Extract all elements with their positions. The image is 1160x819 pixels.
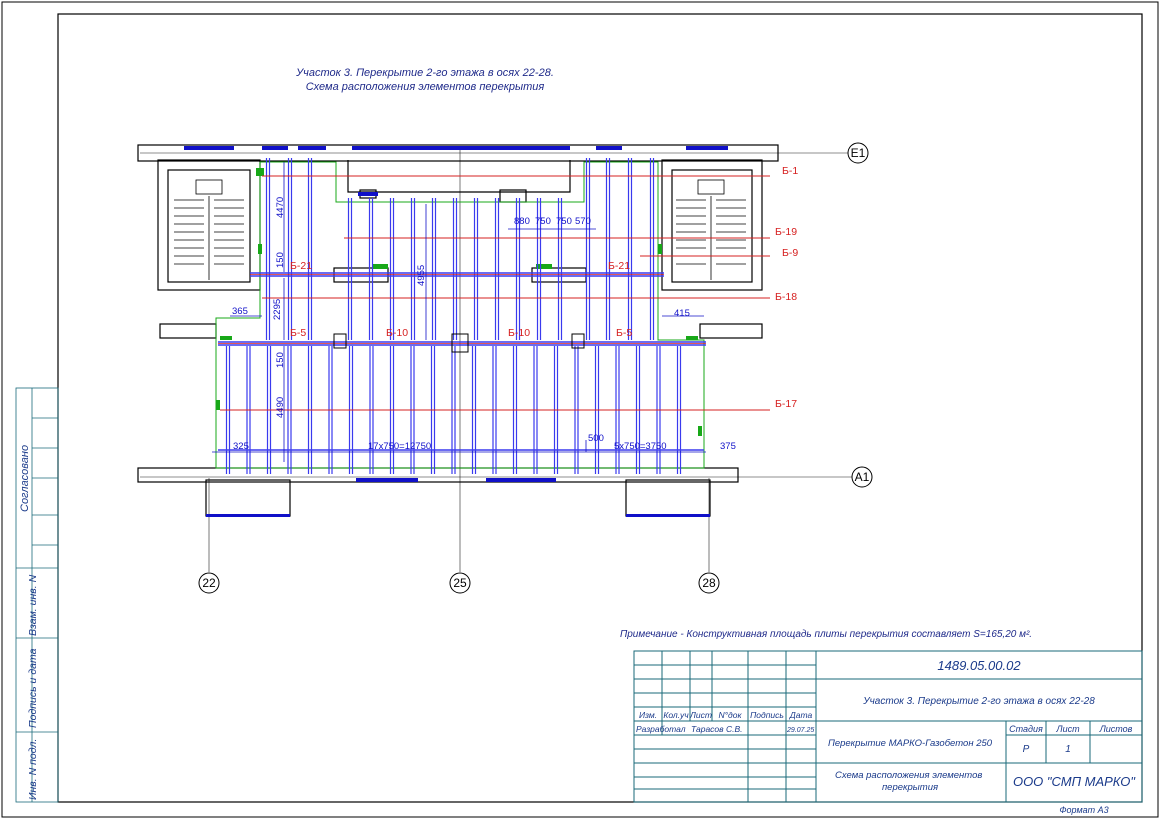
axis-labels: Е1 А1 22 25 28 [202,146,869,590]
beam-label-b19: Б-19 [775,226,797,238]
dim-750a: 750 [535,216,551,227]
side-podpis-data: Подпись и дата [27,648,39,728]
drawing-title-line1: Участок 3. Перекрытие 2-го этажа в осях … [295,67,554,79]
building-walls [137,144,779,517]
axis-bubble-28 [698,572,720,594]
stair-left [174,179,244,280]
dim-570: 570 [575,216,591,227]
support-marks [216,168,702,436]
main-beams-red [218,274,706,344]
beam-blocks [333,333,585,353]
hdr-data: Дата [789,710,813,720]
dim-500: 500 [588,433,604,444]
beam-label-b10-right: Б-10 [508,327,530,339]
dim-4490: 4490 [275,397,286,418]
windows [184,146,728,517]
beam-label-b9: Б-9 [782,247,798,259]
side-soglasovano: Согласовано [19,445,31,512]
axis-bubble-e1 [847,142,869,164]
title-block-texts: 1489.05.00.02 Участок 3. Перекрытие 2-го… [636,658,1136,793]
drawing-title-line2: Схема расположения элементов перекрытия [306,81,545,93]
dim-415: 415 [674,308,690,319]
dim-150-top: 150 [275,252,286,268]
dim-750b: 750 [556,216,572,227]
dim-365: 365 [232,306,248,317]
side-vzam-inv: Взам. инв. N [27,574,39,636]
dim-4955: 4955 [416,265,427,286]
beam-labels: Б-1 Б-19 Б-9 Б-21 Б-21 Б-18 Б-5 Б-10 Б-1… [290,165,798,410]
dim-375: 375 [720,441,736,452]
axis-label-28: 28 [702,576,716,590]
list-value: 1 [1065,744,1071,755]
beam-label-b21-left: Б-21 [290,260,312,272]
listov-header: Листов [1099,724,1133,734]
hdr-koluch: Кол.уч [663,710,689,720]
beam-label-b1: Б-1 [782,165,798,177]
hdr-izm: Изм. [639,710,657,720]
beam-label-b5-left: Б-5 [290,327,306,339]
dim-5x750: 5x750=3750 [614,441,667,452]
main-beams [218,272,706,451]
axis-bubble-25 [449,572,471,594]
dim-150-bot: 150 [275,352,286,368]
dim-880: 880 [514,216,530,227]
beam-lines [220,175,770,411]
company-name: ООО "СМП МАРКО" [1013,774,1136,789]
hdr-ndok: N°док [719,710,743,720]
doc-code: 1489.05.00.02 [937,658,1021,673]
object-name: Перекрытие МАРКО-Газобетон 250 [828,738,993,749]
axis-lines [140,150,852,572]
beam-label-b18: Б-18 [775,291,797,303]
side-inv-podl: Инв. N подл. [27,739,39,800]
side-stamp [15,387,59,803]
drawing-name-line: Схема расположения элементов перекрытия [835,770,985,793]
dimension-labels: 4470 150 4955 2295 365 415 150 4490 325 … [232,197,736,452]
list-header: Лист [1055,724,1080,734]
area-note: Примечание - Конструктивная площадь плит… [620,629,1032,640]
drawing-frame [57,13,1143,803]
axis-label-22: 22 [202,576,216,590]
axis-label-e1: Е1 [851,146,866,160]
beam-label-b5-right: Б-5 [616,327,632,339]
beam-label-b21-right: Б-21 [608,260,630,272]
hdr-list: Лист [689,710,712,720]
axis-label-a1: А1 [855,470,870,484]
dim-2295: 2295 [272,299,283,320]
role-developer: Разработал [636,724,686,734]
dim-325: 325 [233,441,249,452]
axis-bubble-a1 [851,466,873,488]
beam-label-b17: Б-17 [775,398,797,410]
stadia-value: Р [1023,744,1030,755]
stadia-header: Стадия [1009,724,1043,734]
sheet-title: Участок 3. Перекрытие 2-го этажа в осях … [862,696,1095,707]
hdr-podpis: Подпись [750,710,784,720]
support-outline [215,161,705,469]
stair-right [676,179,746,280]
axis-bubbles [198,142,873,594]
title-block [633,650,1143,803]
format-label: Формат А3 [1059,805,1108,815]
beam-label-b10-left: Б-10 [386,327,408,339]
dim-4470: 4470 [275,197,286,218]
dim-17x750: 17x750=12750 [368,441,431,452]
developer-name: Тарасов С.В. [691,724,743,734]
floor-ribs [225,158,682,474]
developer-date: 29.07.25 [786,727,814,734]
dimension-lines [212,162,706,462]
axis-bubble-22 [198,572,220,594]
axis-label-25: 25 [453,576,467,590]
